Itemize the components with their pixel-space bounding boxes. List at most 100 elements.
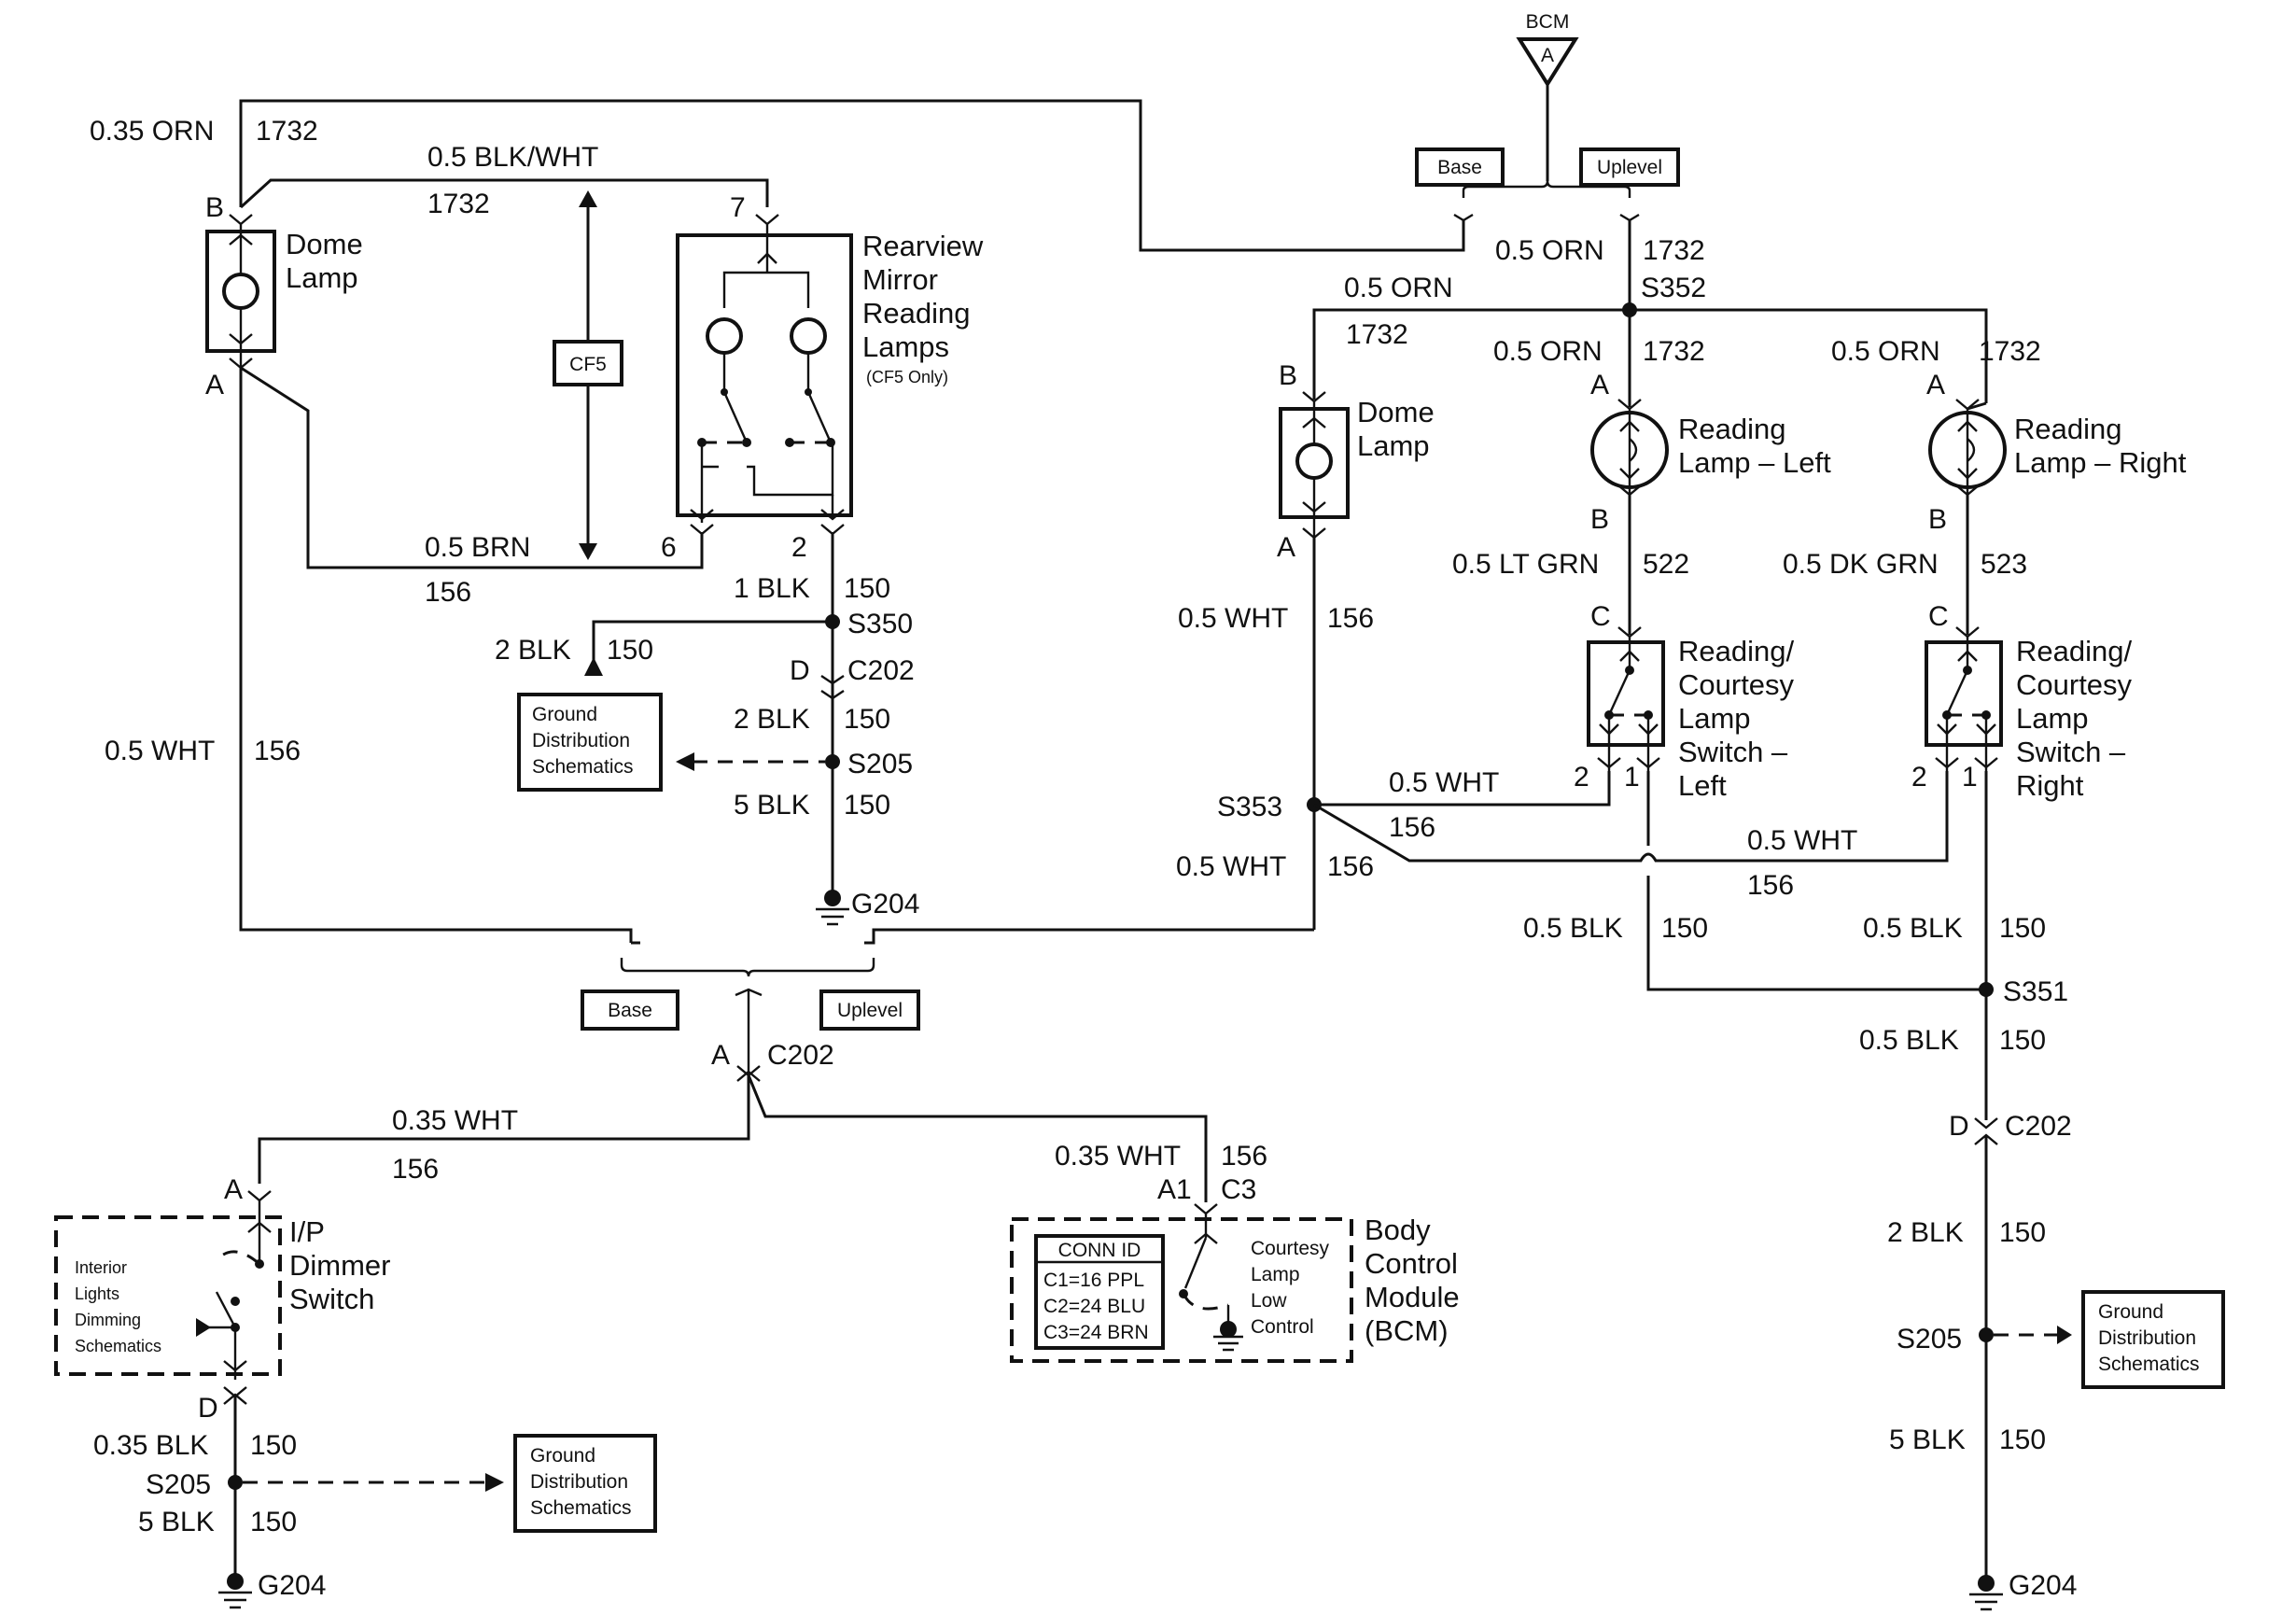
wire-label: 2 BLK (1887, 1217, 1964, 1248)
mirror-title: Lamps (862, 330, 949, 363)
ground-sch-text: Ground (2098, 1301, 2163, 1323)
base-label-center: Base (608, 1000, 652, 1021)
splice-label: S205 (847, 749, 913, 779)
switch-title: Lamp (1678, 702, 1751, 735)
wire-label: 0.5 BLK (1863, 913, 1963, 944)
dome-pin-b: B (205, 192, 224, 223)
dome-lamp-title: Dome (1357, 396, 1435, 428)
bcm-control-text: Courtesy (1251, 1238, 1330, 1259)
mirror-pin-2: 2 (791, 532, 807, 563)
ground-distribution-box (517, 693, 663, 792)
switch-pin-1: 1 (1962, 762, 1978, 793)
mirror-title: Mirror (862, 263, 938, 296)
mirror-note: (CF5 Only) (866, 368, 948, 386)
mirror-title: Rearview (862, 230, 984, 262)
switch-pin-1: 1 (1624, 762, 1640, 793)
wire-label: 0.5 LT GRN (1452, 549, 1599, 580)
reading-lamp-title: Lamp – Right (2014, 446, 2187, 479)
body-control-module: 0.35 WHT 156 A1 C3 CONN ID C1=16 PPL C2=… (1010, 1141, 1460, 1363)
splice-label: S205 (146, 1469, 211, 1500)
switch-title: Switch – (1678, 736, 1788, 768)
wire-circuit: 156 (1327, 851, 1374, 882)
ground-icon (816, 907, 849, 926)
bcm-control-text: Lamp (1251, 1264, 1300, 1285)
wire-circuit: 150 (1999, 1025, 2046, 1056)
ground-icon (1969, 1593, 2003, 1611)
wire-label: 0.5 WHT (105, 736, 215, 766)
ip-dimmer-switch: A Interior Lights Dimming Schematics I/P… (54, 1174, 657, 1609)
base-box-center (581, 989, 679, 1031)
connector-pin: A1 (1157, 1174, 1192, 1205)
wire-circuit: 1732 (256, 116, 318, 147)
wire-label: 0.5 BLK (1523, 913, 1623, 944)
connector-label: C202 (2005, 1111, 2072, 1142)
splice-label: S351 (2003, 976, 2068, 1007)
wire-circuit: 1732 (1643, 336, 1705, 367)
wire-circuit: 150 (1661, 913, 1708, 944)
wire-label: 5 BLK (1889, 1425, 1966, 1455)
wire-circuit: 150 (1999, 1425, 2046, 1455)
switch-pin-c: C (1928, 601, 1949, 632)
dimmer-dashed-box (54, 1215, 282, 1376)
wire-label: 0.35 WHT (392, 1105, 518, 1136)
conn-id-row: C3=24 BRN (1043, 1322, 1149, 1343)
mirror-title: Reading (862, 297, 970, 330)
ground-label: G204 (258, 1570, 326, 1601)
ground-icon (218, 1591, 252, 1609)
dimmer-note: Lights (75, 1284, 119, 1303)
wire-label: 0.5 WHT (1747, 825, 1857, 856)
switch-pin-c: C (1590, 601, 1611, 632)
wire-circuit: 150 (250, 1507, 297, 1537)
dimmer-note: Interior (75, 1258, 127, 1277)
reading-courtesy-switch-right (1925, 640, 2003, 747)
conn-id-title: CONN ID (1058, 1240, 1141, 1261)
dimmer-note: Schematics (75, 1337, 161, 1355)
ground-distribution-box (513, 1434, 657, 1533)
dome-pin-b: B (1279, 360, 1297, 391)
splice-s351 (1979, 982, 1994, 997)
conn-id-row: C1=16 PPL (1043, 1270, 1144, 1291)
switch-title: Lamp (2016, 702, 2089, 735)
splice-label: S352 (1641, 273, 1706, 303)
switch-title: Right (2016, 769, 2084, 802)
ground-sch-text: Distribution (532, 730, 630, 751)
bcm-top-connector: BCM A Base Uplevel (1415, 11, 1680, 222)
wire-label: 0.5 WHT (1178, 603, 1288, 634)
bcm-title: (BCM) (1365, 1314, 1449, 1347)
wire-circuit: 156 (392, 1154, 439, 1185)
wire-circuit: 150 (844, 573, 890, 604)
ground-sch-text: Distribution (530, 1471, 628, 1493)
lamp-pin-a: A (1590, 370, 1609, 400)
wire-circuit: 156 (1747, 870, 1794, 901)
wire-label: 0.5 ORN (1495, 235, 1604, 266)
dome-pin-a: A (205, 370, 224, 400)
bcm-control-text: Control (1251, 1316, 1314, 1338)
wire-label: 1 BLK (734, 573, 810, 604)
switch-pin-2: 2 (1911, 762, 1927, 793)
connector-pin: A (711, 1040, 730, 1071)
mirror-pin-7: 7 (730, 192, 746, 223)
connector-label: C202 (767, 1040, 834, 1071)
dome-pin-a: A (1277, 532, 1295, 563)
bcm-title: Control (1365, 1247, 1458, 1280)
cf5-box (553, 340, 623, 386)
bcm-control-text: Low (1251, 1290, 1287, 1312)
uplevel-box-top (1579, 147, 1680, 187)
dome-lamp-title: Lamp (1357, 429, 1430, 462)
bulb-icon (222, 273, 259, 310)
uplevel-label-top: Uplevel (1597, 157, 1662, 178)
wire-circuit: 156 (254, 736, 301, 766)
bcm-pin-triangle (1516, 37, 1579, 88)
wire-label: 0.5 BRN (425, 532, 530, 563)
ground-sch-text: Ground (530, 1445, 595, 1467)
left-section: 0.35 ORN 1732 0.5 BLK/WHT 1732 B Dome La… (90, 99, 1465, 943)
conn-id-row: C2=24 BLU (1043, 1296, 1145, 1317)
wire-label: 0.35 BLK (93, 1430, 208, 1461)
bcm-dashed-box (1010, 1217, 1353, 1363)
switch-title: Left (1678, 769, 1727, 802)
wire-label: 5 BLK (138, 1507, 215, 1537)
reading-courtesy-switch-left (1587, 640, 1665, 747)
splice-label: S353 (1217, 792, 1282, 822)
wire-circuit: 156 (425, 577, 471, 608)
splice-s205 (825, 754, 840, 769)
